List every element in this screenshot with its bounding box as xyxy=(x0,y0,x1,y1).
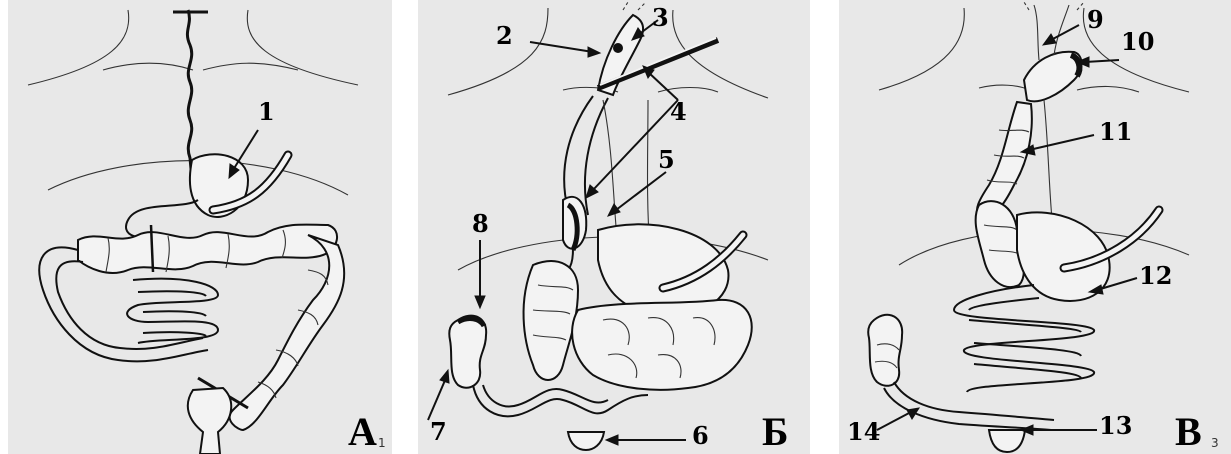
colon-segment xyxy=(868,315,902,386)
label-13: 13 xyxy=(1099,414,1132,438)
anal-canal xyxy=(989,430,1025,452)
label-6: 6 xyxy=(692,424,709,448)
anal-stump xyxy=(568,432,604,450)
panel-a-drawing xyxy=(8,0,392,454)
neck-outline-right xyxy=(247,10,358,85)
label-9: 9 xyxy=(1087,8,1104,32)
label-14: 14 xyxy=(847,420,880,444)
panel-b: 2 3 4 5 6 7 8 Б xyxy=(418,0,810,454)
colon-mass xyxy=(572,300,752,390)
panel-letter-c: В xyxy=(1175,412,1202,452)
label-1: 1 xyxy=(258,100,275,124)
panel-sub-a: 1 xyxy=(378,436,386,450)
panel-sub-c: 3 xyxy=(1211,436,1219,450)
panel-c: 9 10 11 12 13 14 В 3 xyxy=(839,0,1231,454)
label-12: 12 xyxy=(1139,264,1172,288)
colon-graft-11 xyxy=(977,102,1032,216)
panel-a: 1 А 1 xyxy=(8,0,392,454)
label-5: 5 xyxy=(658,148,675,172)
panel-letter-b: Б xyxy=(762,412,788,452)
label-11: 11 xyxy=(1099,120,1132,144)
label-10: 10 xyxy=(1121,30,1154,54)
rectum xyxy=(188,388,231,454)
label-8: 8 xyxy=(472,212,489,236)
esophagus-ligated xyxy=(187,10,192,180)
colon-graft xyxy=(524,261,578,380)
colon-segment-8 xyxy=(449,316,486,388)
transverse-colon xyxy=(78,225,337,273)
label-3: 3 xyxy=(652,6,669,30)
label-7: 7 xyxy=(430,420,447,444)
label-2: 2 xyxy=(496,24,513,48)
neck-outline-left xyxy=(28,10,129,85)
panel-c-drawing xyxy=(839,0,1231,454)
panel-letter-a: А xyxy=(348,412,377,452)
label-4: 4 xyxy=(670,100,687,124)
